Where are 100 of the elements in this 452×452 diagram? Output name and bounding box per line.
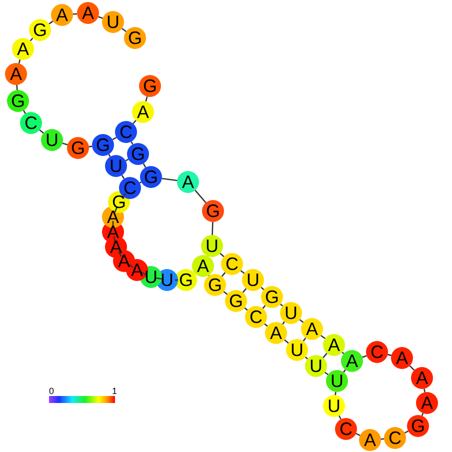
nucleotide-circle <box>77 2 99 24</box>
base-letter: U <box>106 15 120 29</box>
nucleotide-circle <box>221 253 243 275</box>
base-letter: C <box>120 125 132 139</box>
nucleotide-circle <box>341 350 363 372</box>
base-letter: A <box>396 351 408 365</box>
nucleotide-circle <box>67 137 89 159</box>
base-letter: G <box>130 147 145 161</box>
base-letter: A <box>420 396 433 410</box>
base-letter: A <box>130 263 143 277</box>
nucleotide-circle <box>359 429 381 451</box>
nucleotide-circle <box>323 395 345 417</box>
base-letter: C <box>250 310 262 324</box>
base-letter: A <box>416 371 428 385</box>
base-letter: A <box>118 254 130 268</box>
base-letter: U <box>206 239 218 253</box>
base-letter: A <box>346 354 358 368</box>
nucleotide-circle <box>12 38 34 60</box>
base-letter: G <box>410 419 425 433</box>
nucleotide-circle <box>102 11 124 33</box>
base-letter: G <box>178 273 193 287</box>
backbone-line <box>142 163 146 168</box>
backbone-line <box>244 307 248 311</box>
base-letter: G <box>96 138 110 152</box>
base-letter: G <box>128 31 142 45</box>
scale-label: 1 <box>112 386 118 396</box>
backbone-line <box>162 178 178 182</box>
nucleotide-circle <box>326 370 348 392</box>
backbone-line <box>122 28 126 32</box>
backbone-line <box>62 142 68 146</box>
base-letter: C <box>24 116 38 130</box>
base-letter: U <box>160 273 174 287</box>
nucleotide-circle <box>51 4 73 26</box>
base-letter: C <box>340 422 352 436</box>
backbone-line <box>39 129 44 134</box>
backbone-line <box>260 286 264 290</box>
backbone-line <box>23 110 26 114</box>
backbone-line <box>220 252 224 258</box>
base-pair-line <box>322 352 328 358</box>
backbone-line <box>324 372 328 376</box>
base-pair-line <box>125 158 129 162</box>
nucleotide-circle <box>132 101 154 123</box>
nucleotide-circle <box>286 339 308 361</box>
backbone-line <box>98 16 103 19</box>
backbone-line <box>130 141 134 145</box>
nucleotide-circle <box>41 129 63 151</box>
nucleotide-circle <box>265 322 287 344</box>
backbone-line <box>334 392 336 396</box>
base-letter: G <box>264 290 279 304</box>
base-letter: G <box>208 278 222 292</box>
base-letter: A <box>110 240 122 254</box>
base-letter: C <box>226 257 238 271</box>
nucleotide-circle <box>124 27 146 49</box>
base-letter: G <box>10 94 25 108</box>
nucleotide-circle <box>261 286 283 308</box>
nucleotide-circle <box>140 166 162 188</box>
nucleotide-circle <box>192 255 214 277</box>
nucleotide-circle <box>280 302 302 324</box>
backbone-line <box>388 354 392 356</box>
base-pair-line <box>343 369 346 373</box>
backbone-line <box>342 352 344 354</box>
nucleotide-circle <box>411 367 433 389</box>
base-letter: A <box>196 259 209 273</box>
backbone-line <box>299 319 304 323</box>
base-pair-line <box>139 182 142 184</box>
backbone-line <box>121 174 125 180</box>
base-letter: G <box>112 195 126 209</box>
base-letter: G <box>70 141 85 155</box>
backbone-line <box>18 59 21 64</box>
base-letter: A <box>106 225 119 239</box>
base-letter: A <box>364 433 376 447</box>
backbone-line <box>240 270 245 274</box>
base-pair-line <box>302 338 306 342</box>
nucleotide-circle <box>202 200 224 222</box>
backbone-line <box>112 221 114 228</box>
base-letter: G <box>228 294 243 308</box>
nucleotide-circle <box>105 155 127 177</box>
backbone-line <box>409 365 415 371</box>
nucleotide-circle <box>391 347 413 369</box>
nucleotide-circle <box>407 415 429 437</box>
nucleotide-circle <box>5 63 27 85</box>
base-letter: A <box>136 105 149 119</box>
backbone-line <box>30 38 34 42</box>
backbone-line <box>108 154 111 157</box>
backbone-line <box>114 206 118 212</box>
nucleotide-circle <box>204 274 226 296</box>
backbone-line <box>305 356 308 360</box>
base-letter: G <box>142 79 157 93</box>
nucleotide-circle <box>416 392 438 414</box>
base-letter: C <box>388 431 402 445</box>
base-letter: U <box>328 399 340 413</box>
base-pair-line <box>112 136 117 140</box>
backbone-line <box>194 190 206 204</box>
nucleotide-circle <box>323 334 345 356</box>
base-letter: A <box>56 8 68 22</box>
backbone-line <box>128 263 134 268</box>
backbone-line <box>362 355 367 358</box>
nucleotide-circle <box>115 121 137 143</box>
base-letter: A <box>16 42 29 56</box>
nucleotide-circle <box>92 134 114 156</box>
